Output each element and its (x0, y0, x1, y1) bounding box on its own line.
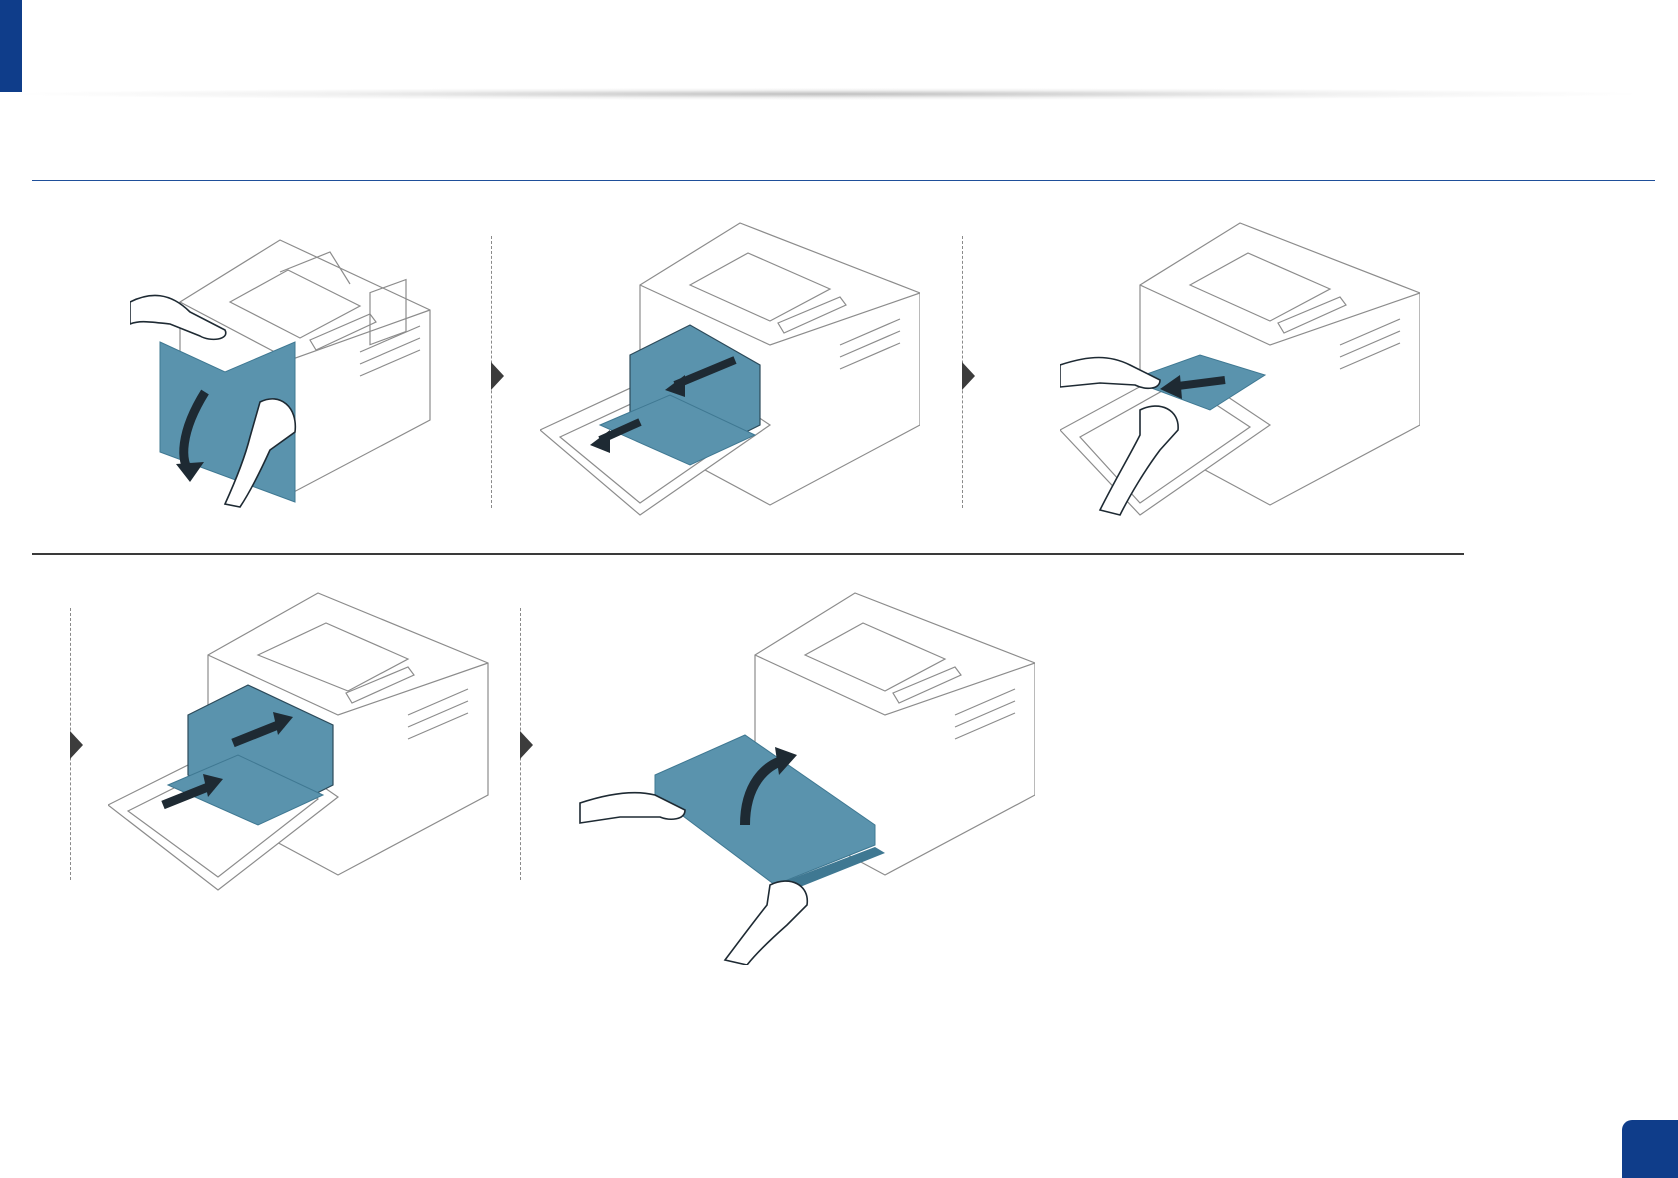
step-2-remove-toner-illustration (540, 215, 920, 535)
step-arrow-3 (70, 731, 83, 759)
step-arrow-1 (491, 362, 504, 390)
step-arrow-2 (962, 362, 975, 390)
step-4-reinsert-toner-illustration (108, 585, 498, 905)
step-5-close-cover-illustration (575, 585, 1035, 965)
corner-tab (0, 0, 22, 92)
step-3-remove-paper-illustration (1060, 215, 1420, 535)
header-rule (32, 180, 1655, 181)
step-1-open-cover-illustration (130, 232, 470, 512)
row-separator (32, 553, 1464, 555)
page-number-badge (1622, 1120, 1678, 1178)
header-shadow (22, 88, 1632, 100)
step-arrow-4 (520, 731, 533, 759)
